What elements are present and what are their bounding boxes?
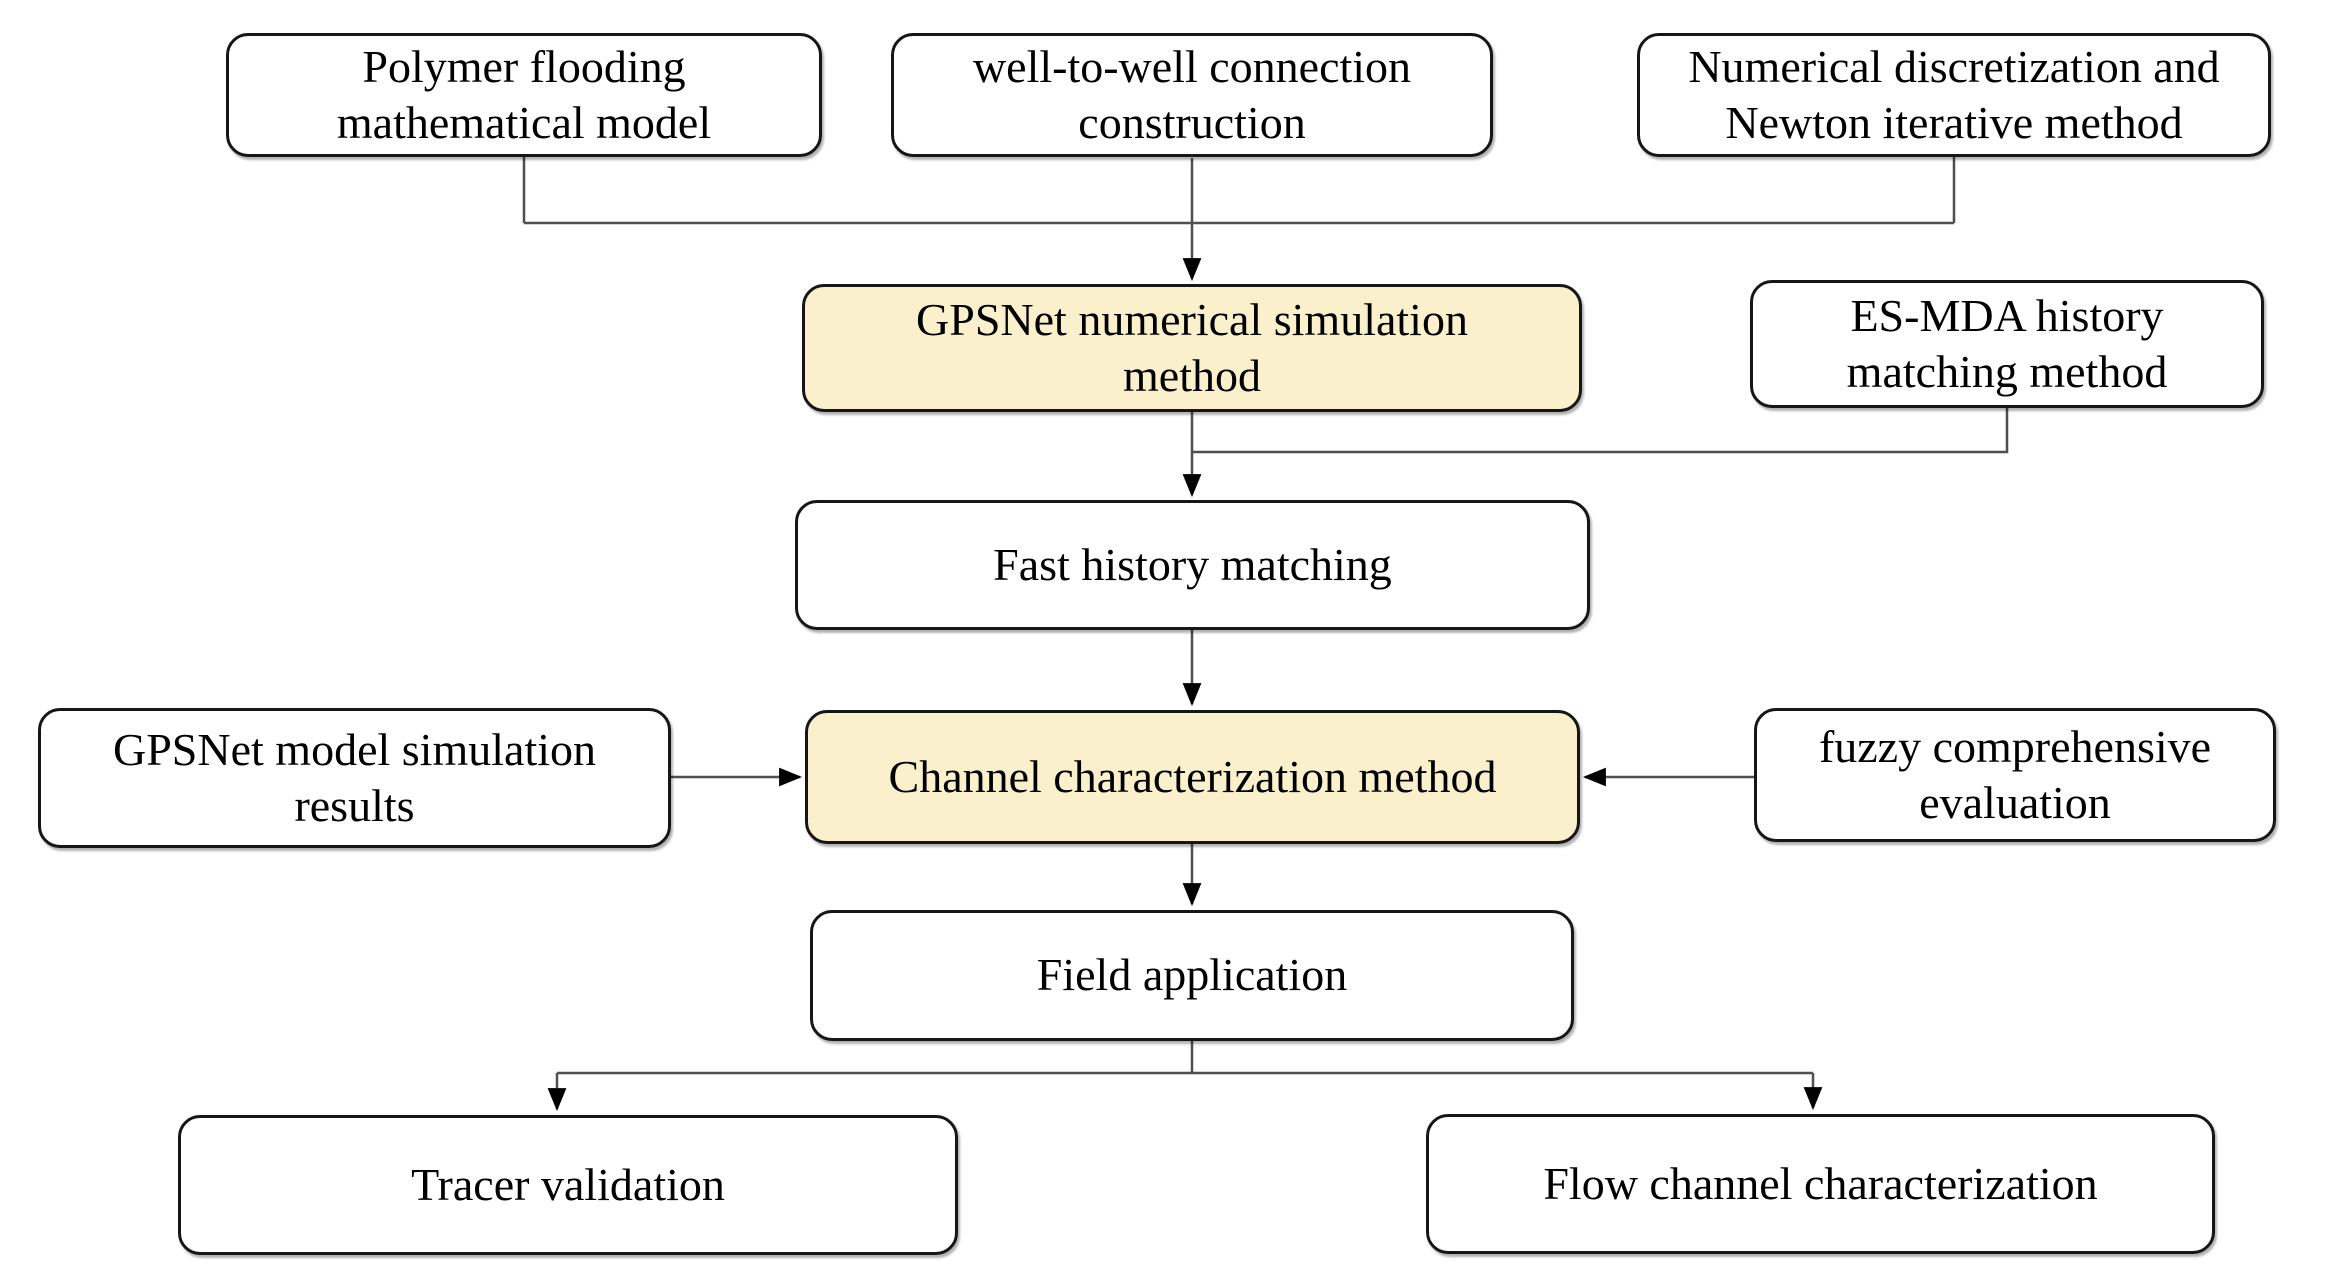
- node-flow-channel-characterization: Flow channel characterization: [1426, 1114, 2215, 1254]
- connector-group: [522, 157, 2009, 1112]
- node-esmda-history-matching: ES-MDA history matching method: [1750, 280, 2264, 408]
- node-label: fuzzy comprehensive: [1818, 720, 2212, 772]
- node-label: results: [294, 780, 415, 831]
- node-label: construction: [1078, 97, 1306, 148]
- edge-esmda-merge: [1192, 408, 2009, 454]
- node-label: Newton iterative method: [1725, 97, 2183, 148]
- node-label: Channel characterization method: [888, 750, 1497, 802]
- node-label: Fast history matching: [993, 538, 1392, 590]
- node-gpsnet-simulation-results: GPSNet model simulation results: [38, 708, 671, 848]
- node-label: GPSNet model simulation: [113, 723, 596, 775]
- node-field-application: Field application: [810, 910, 1574, 1041]
- node-polymer-flooding-model: Polymer flooding mathematical model: [226, 33, 822, 157]
- node-label: ES-MDA history: [1850, 289, 2164, 341]
- node-channel-characterization-method: Channel characterization method: [805, 710, 1580, 844]
- node-label: GPSNet numerical simulation: [916, 293, 1468, 345]
- node-label: well-to-well connection: [972, 40, 1412, 92]
- node-label: matching method: [1846, 346, 2168, 397]
- node-well-to-well-connection: well-to-well connection construction: [891, 33, 1493, 157]
- node-label: mathematical model: [336, 97, 712, 148]
- node-fuzzy-comprehensive-evaluation: fuzzy comprehensive evaluation: [1754, 708, 2276, 842]
- node-label: Numerical discretization and: [1688, 40, 2220, 92]
- node-label: evaluation: [1919, 777, 2111, 828]
- node-label: Flow channel characterization: [1543, 1157, 2098, 1209]
- node-gpsnet-simulation-method: GPSNet numerical simulation method: [802, 284, 1582, 412]
- node-numerical-discretization: Numerical discretization and Newton iter…: [1637, 33, 2271, 157]
- node-label: Field application: [1036, 949, 1348, 1001]
- node-label: Polymer flooding: [362, 40, 686, 92]
- node-tracer-validation: Tracer validation: [178, 1115, 958, 1255]
- node-label: Tracer validation: [411, 1158, 725, 1210]
- node-fast-history-matching: Fast history matching: [795, 500, 1590, 630]
- node-label: method: [1123, 350, 1261, 401]
